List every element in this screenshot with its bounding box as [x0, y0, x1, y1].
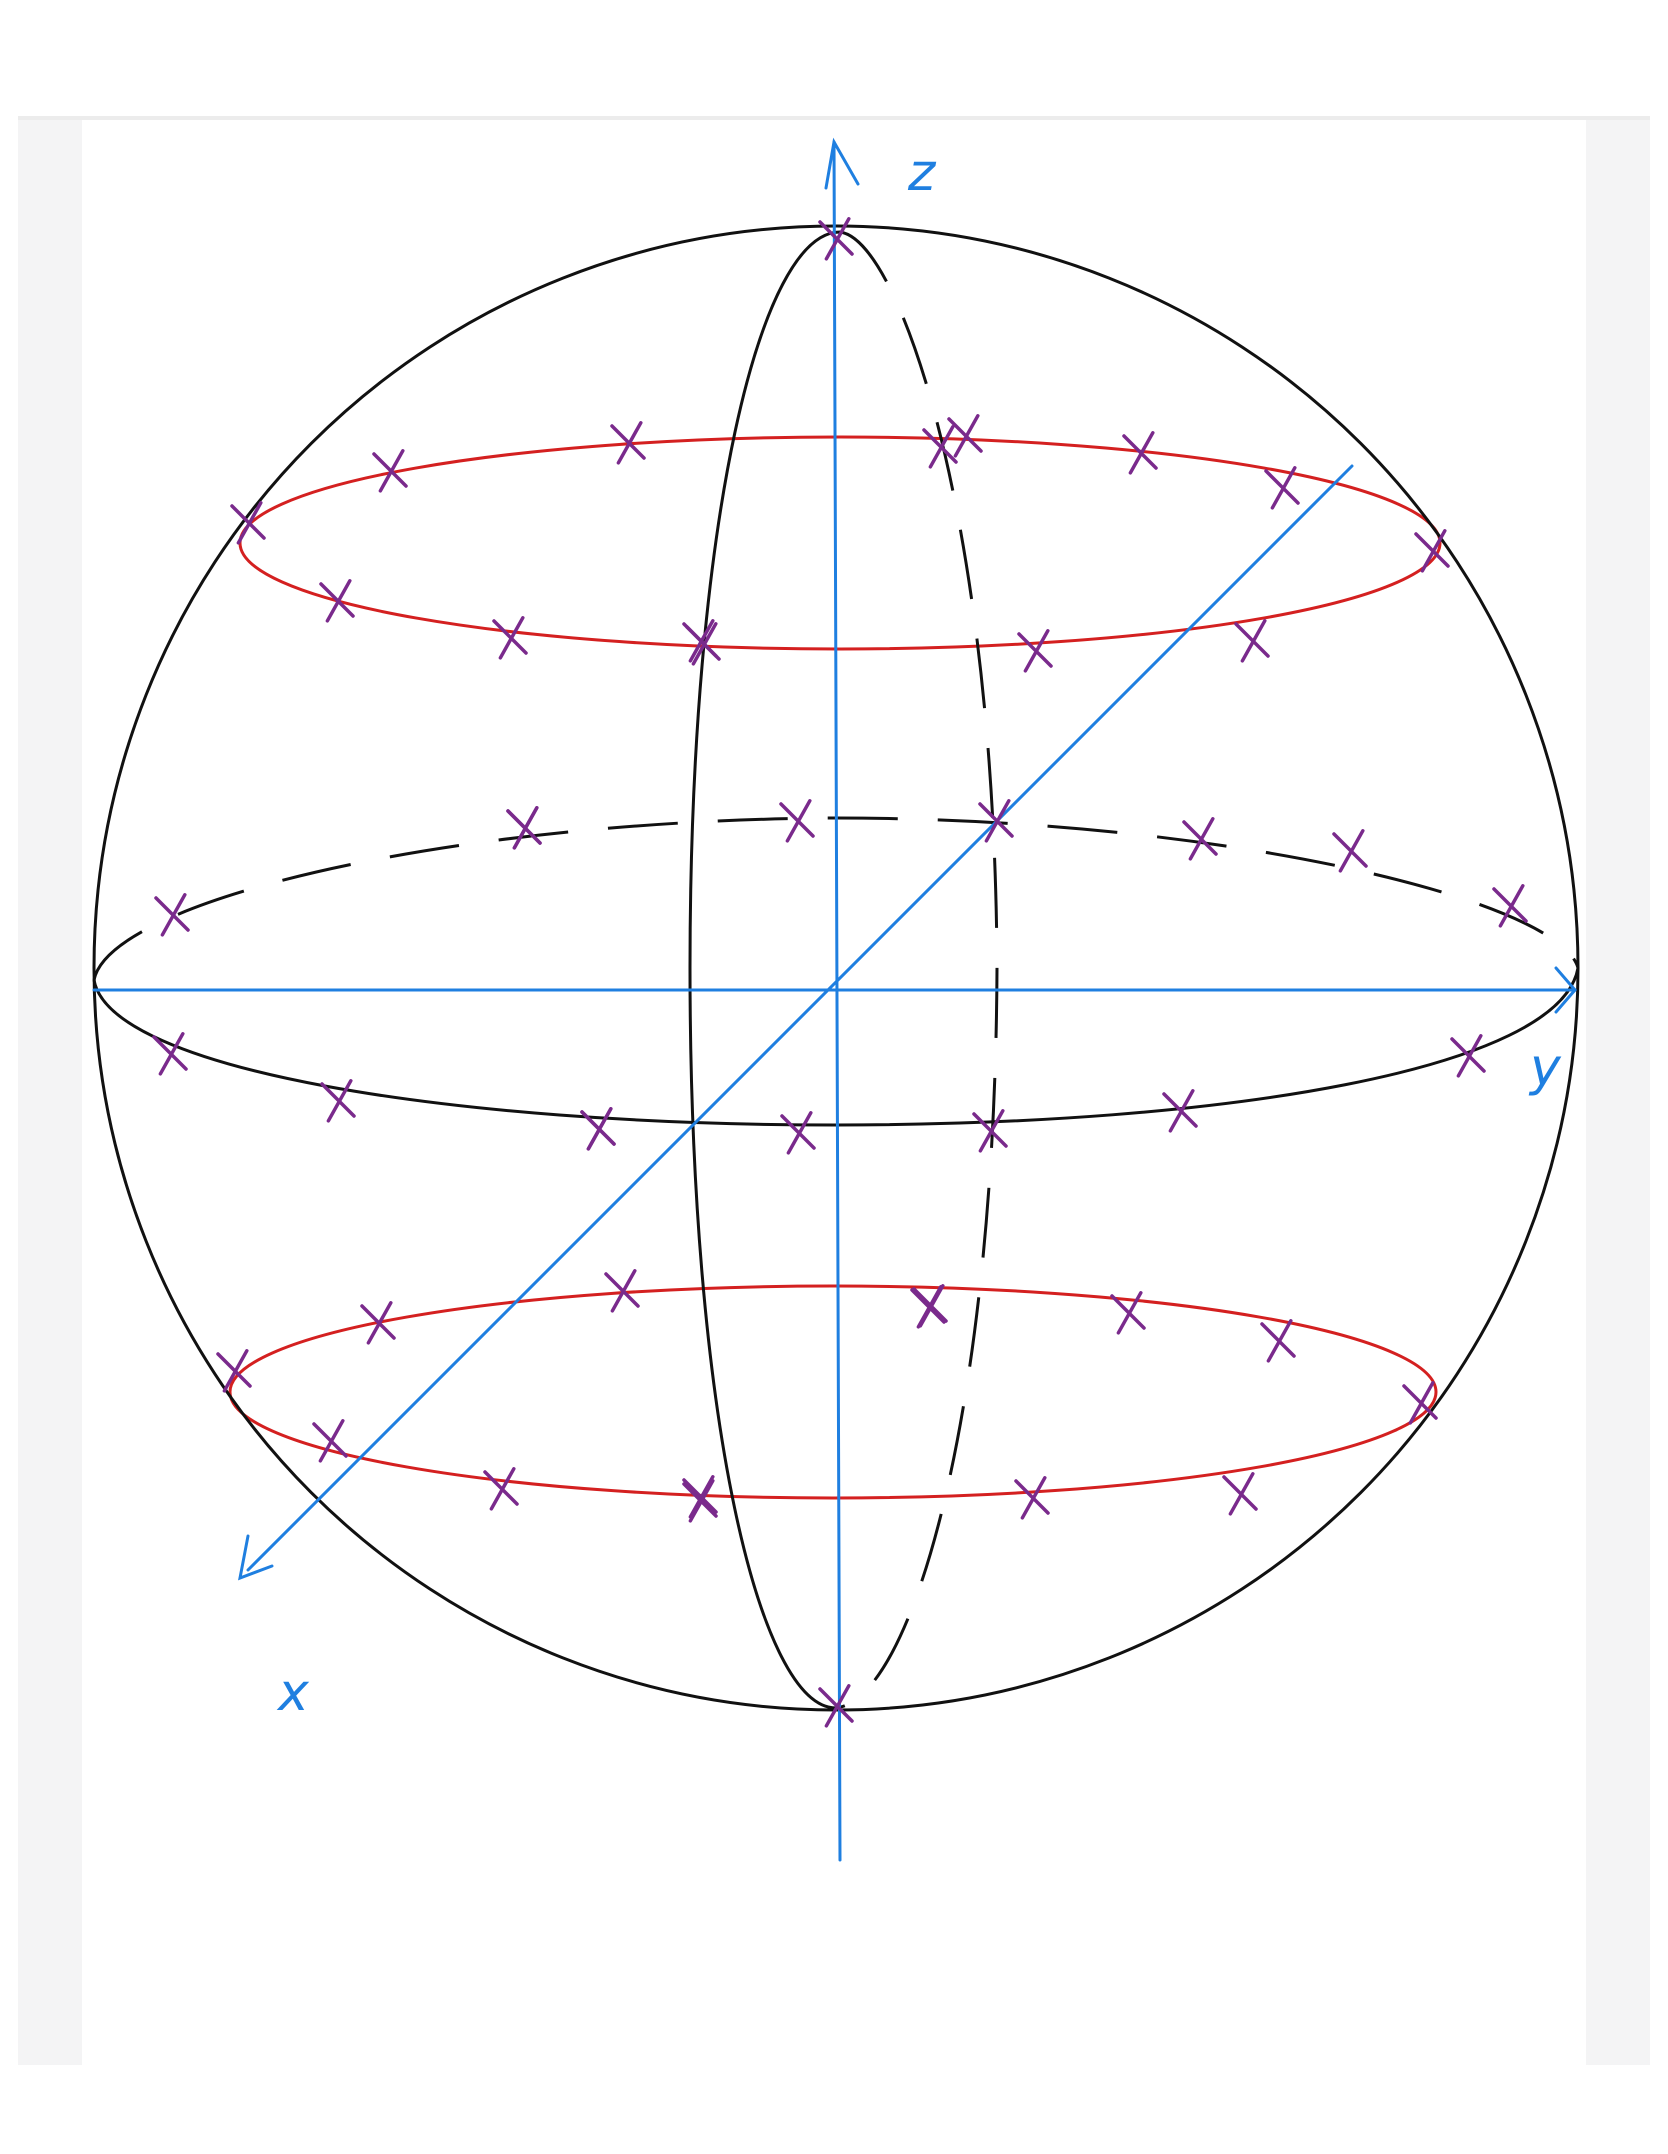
- grid-point-mark: [1260, 1319, 1296, 1363]
- meridian-front: [688, 230, 841, 1710]
- grid-point-mark: [1402, 1381, 1438, 1425]
- grid-point-mark: [483, 1467, 519, 1511]
- grid-point-mark: [947, 414, 983, 458]
- right-gutter: [1586, 120, 1650, 2065]
- grid-point-mark: [580, 1107, 616, 1151]
- grid-point-mark: [1162, 1089, 1198, 1133]
- upper-latitude-circle: [238, 435, 1442, 651]
- top-divider: [18, 116, 1650, 120]
- grid-point-mark: [1014, 1476, 1050, 1520]
- grid-point-mark: [320, 1079, 356, 1123]
- z-axis: [832, 140, 842, 1862]
- grid-marks: [152, 217, 1528, 1728]
- x-axis: [246, 464, 1354, 1572]
- grid-point-mark: [216, 1349, 252, 1393]
- grid-point-mark: [972, 1109, 1008, 1153]
- grid-point-mark: [682, 1475, 718, 1519]
- y-axis-arrowhead: [1554, 966, 1577, 1014]
- coordinate-axes: [92, 137, 1577, 1862]
- x-axis-label: x: [276, 1663, 310, 1723]
- grid-point-mark: [912, 1284, 948, 1328]
- grid-point-mark: [492, 616, 528, 660]
- meridian-back: [835, 230, 999, 1710]
- grid-point-mark: [1182, 817, 1218, 861]
- x-axis-arrowhead: [238, 1534, 274, 1581]
- grid-point-mark: [682, 619, 718, 663]
- grid-point-mark: [372, 449, 408, 493]
- grid-point-mark: [978, 799, 1014, 843]
- grid-point-mark: [1110, 1291, 1146, 1335]
- grid-point-mark: [319, 579, 355, 623]
- grid-point-mark: [1017, 629, 1053, 673]
- grid-point-mark: [922, 425, 958, 469]
- grid-point-mark: [1122, 431, 1158, 475]
- grid-point-mark: [230, 501, 266, 545]
- grid-point-mark: [1222, 1472, 1258, 1516]
- grid-point-mark: [506, 806, 542, 850]
- z-axis-label: z: [907, 143, 937, 203]
- grid-point-mark: [780, 1111, 816, 1155]
- grid-point-mark: [312, 1419, 348, 1463]
- grid-point-mark: [1332, 829, 1368, 873]
- grid-point-mark: [1414, 529, 1450, 573]
- grid-point-mark: [818, 1684, 854, 1728]
- y-axis-label: y: [1528, 1038, 1562, 1098]
- grid-point-mark: [152, 1032, 188, 1076]
- grid-point-mark: [1450, 1034, 1486, 1078]
- lower-latitude-circle: [228, 1284, 1438, 1500]
- grid-point-mark: [154, 893, 190, 937]
- grid-point-mark: [818, 217, 854, 261]
- left-gutter: [18, 120, 82, 2065]
- grid-point-mark: [1264, 466, 1300, 510]
- z-axis-arrowhead: [824, 137, 860, 190]
- grid-point-mark: [1234, 619, 1270, 663]
- grid-point-mark: [604, 1269, 640, 1313]
- grid-point-mark: [610, 421, 646, 465]
- grid-point-mark: [779, 799, 815, 843]
- grid-point-mark: [1492, 884, 1528, 928]
- grid-point-mark: [360, 1301, 396, 1345]
